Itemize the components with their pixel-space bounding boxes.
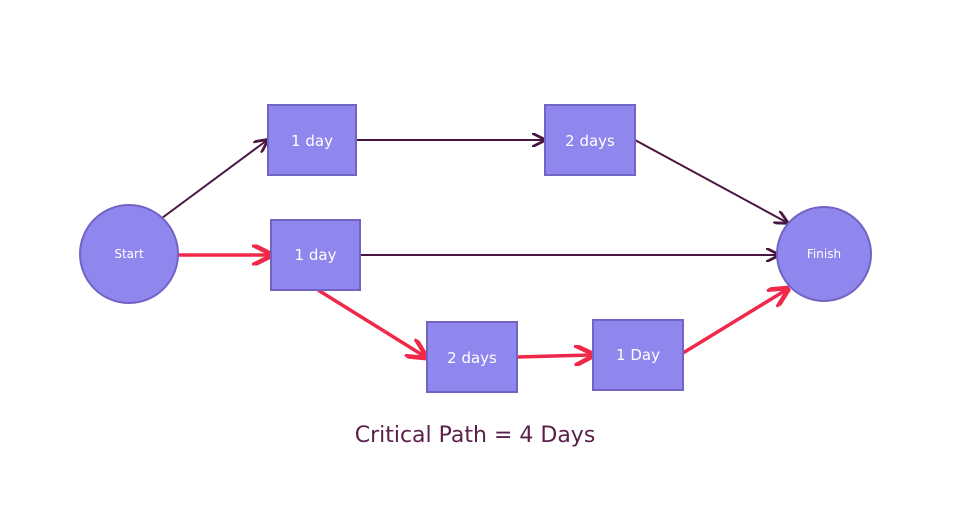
critical-edge-mid-1day-to-low-2days (317, 288, 424, 356)
critical-edge-low-2days-to-low-1day (516, 355, 591, 357)
node-low-1day-label: 1 Day (616, 346, 660, 364)
node-low-2days-label: 2 days (447, 349, 497, 367)
node-top-1day: 1 day (267, 104, 357, 176)
node-low-2days: 2 days (426, 321, 518, 393)
node-start: Start (79, 204, 179, 304)
node-low-1day: 1 Day (592, 319, 684, 391)
node-finish-label: Finish (807, 247, 841, 261)
critical-edge-low-1day-to-finish (682, 290, 786, 355)
edge-start-to-top-1day (161, 141, 266, 219)
edge-top-2days-to-finish (634, 139, 786, 222)
node-top-1day-label: 1 day (291, 132, 333, 150)
node-start-label: Start (114, 247, 144, 261)
node-mid-1day: 1 day (270, 219, 361, 291)
node-finish: Finish (776, 206, 872, 302)
node-top-2days: 2 days (544, 104, 636, 176)
node-top-2days-label: 2 days (565, 132, 615, 150)
node-mid-1day-label: 1 day (295, 246, 337, 264)
diagram-caption: Critical Path = 4 Days (355, 423, 596, 448)
